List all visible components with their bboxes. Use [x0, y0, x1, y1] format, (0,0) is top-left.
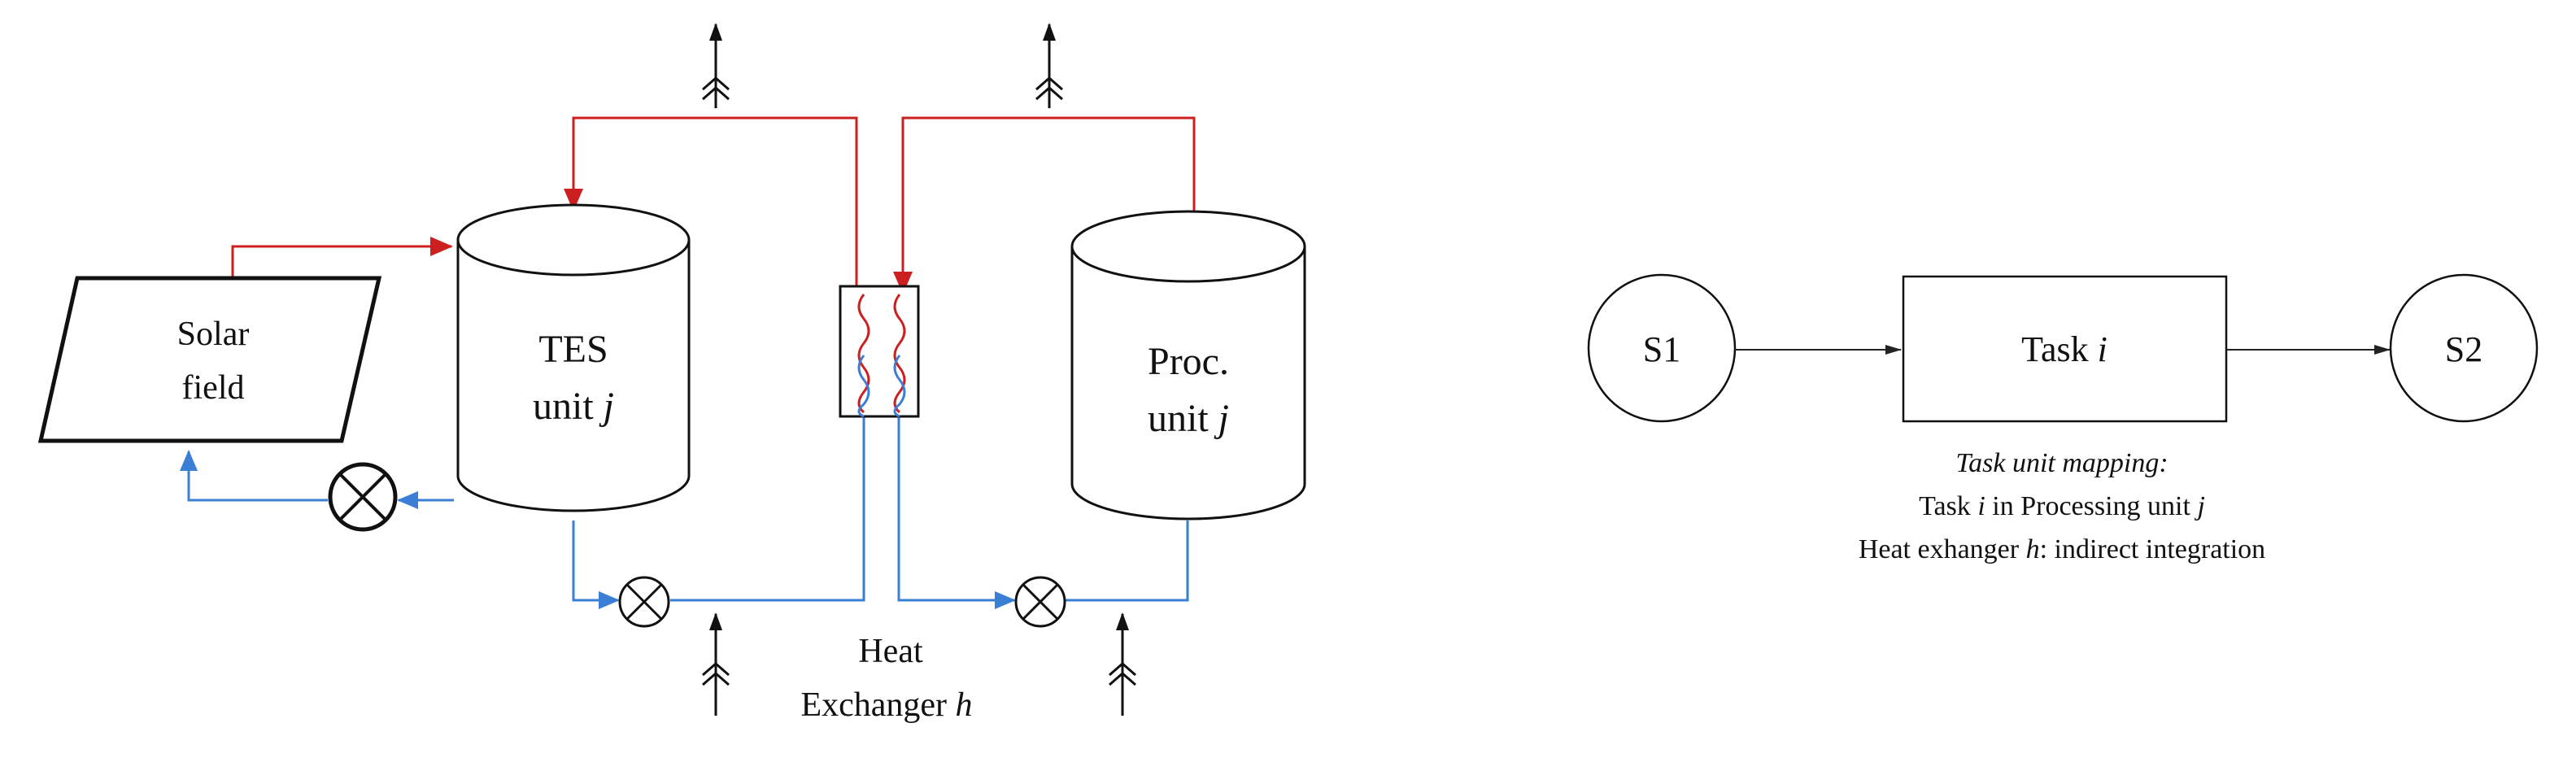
state-node-s2-label: S2 [2445, 329, 2482, 369]
heat-exchanger-label-line1: Heat [858, 633, 923, 670]
task-unit-mapping-caption: Task unit mapping: Task i in Processing … [1859, 448, 2265, 564]
proc-unit-tank: Proc. unit j [1070, 210, 1306, 521]
right-task-diagram: S1 Task i S2 Task unit mapping: Task i i… [1587, 273, 2539, 564]
cold-line-hx-to-valve [897, 415, 1016, 609]
valve-icon [328, 462, 398, 532]
hot-line-solar-to-tes [231, 237, 453, 277]
valve-icon [1014, 576, 1066, 628]
tes-unit-label-line1: TES [538, 328, 608, 371]
flow-arrow-icon [1109, 612, 1136, 716]
caption-title: Task unit mapping: [1955, 448, 2168, 478]
flow-arrow-icon [1035, 23, 1063, 108]
proc-unit-label-line2: unit j [1148, 397, 1229, 440]
caption-line1: Task i in Processing unit j [1919, 491, 2205, 521]
cold-lines [180, 415, 1189, 609]
hot-line-proc-to-hx [893, 116, 1196, 294]
cold-line-valve-to-hx [670, 415, 865, 602]
left-process-diagram: Solar field TES unit j Heat Exchanger h [37, 23, 1306, 724]
state-node-s2: S2 [2389, 273, 2539, 423]
task-box: Task i [1902, 275, 2228, 423]
task-box-label: Task i [2021, 329, 2107, 369]
state-node-s1-label: S1 [1643, 329, 1680, 369]
hx-coil-left-cold [857, 355, 870, 418]
hx-coil-left-hot [857, 294, 870, 414]
flow-arrow-icon [702, 23, 730, 108]
solar-field: Solar field [37, 276, 382, 443]
heat-exchanger-label-line2: Exchanger h [800, 686, 972, 724]
solar-field-shape [37, 276, 382, 443]
solar-field-label-line2: field [182, 369, 245, 407]
cold-line-valve-to-proc [1065, 521, 1189, 602]
hx-coil-right-cold [893, 355, 906, 418]
heat-exchanger [839, 285, 920, 418]
hot-lines [231, 116, 1196, 294]
tes-unit-tank: TES unit j [456, 203, 691, 512]
hx-coil-right-hot [893, 294, 906, 414]
solar-field-label-line1: Solar [177, 316, 250, 353]
hot-line-hx-to-tes [564, 116, 858, 289]
flow-arrow-icon [702, 612, 730, 716]
cold-line-valve-to-solar [180, 450, 328, 502]
cold-line-tes-bottom-to-valve [572, 521, 620, 609]
state-node-s1: S1 [1587, 273, 1737, 423]
valve-icon [618, 576, 670, 628]
proc-unit-label-line1: Proc. [1148, 340, 1229, 383]
caption-line2: Heat exhanger h: indirect integration [1859, 534, 2265, 564]
tes-unit-label-line2: unit j [533, 385, 614, 428]
